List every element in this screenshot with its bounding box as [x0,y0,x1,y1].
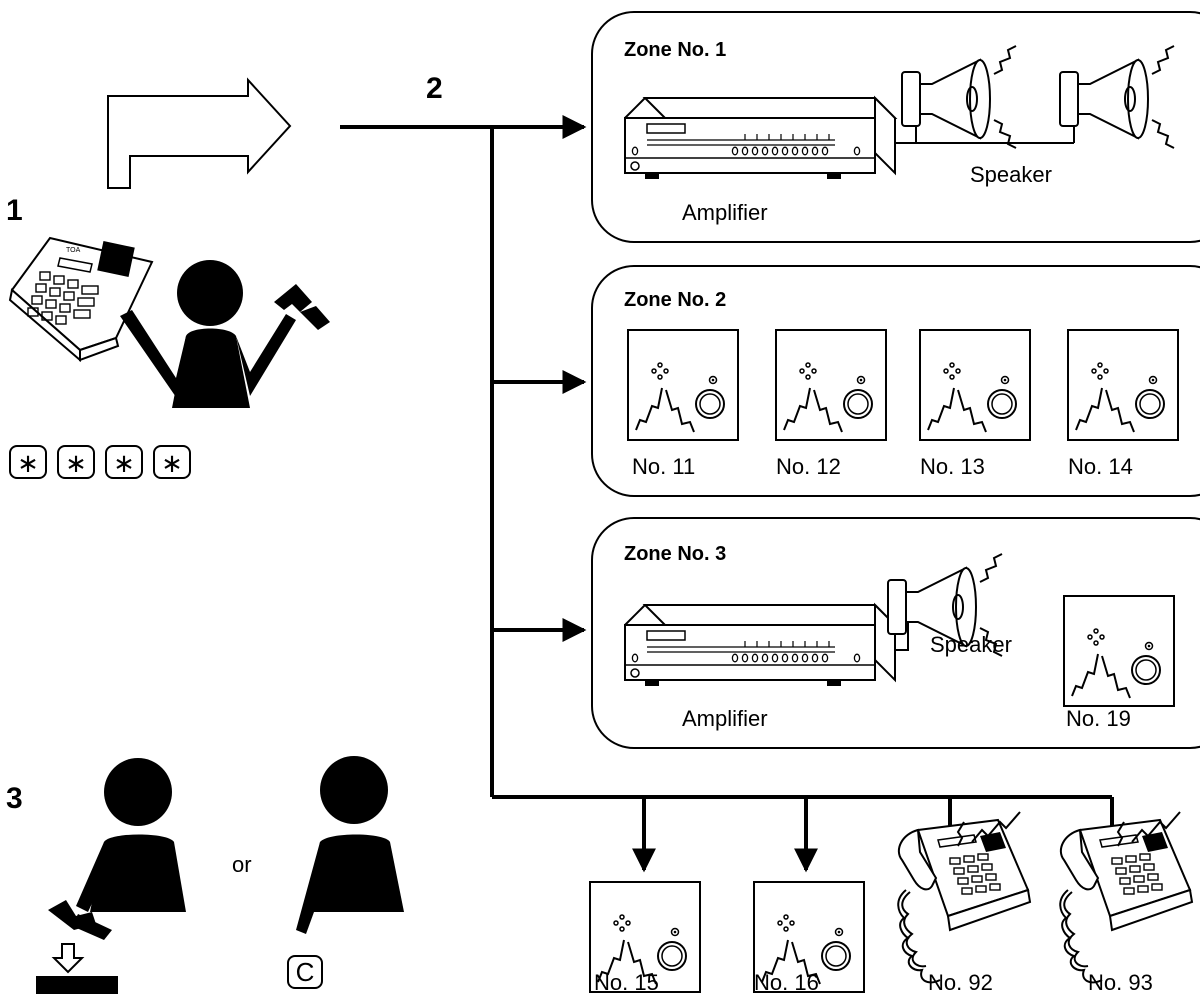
star-key-4: ∗ [161,448,183,478]
zone-1: Zone No. 1 Amplifier Speaker [591,11,1200,243]
zone-3-speaker-label: Speaker [930,632,1012,657]
phone-93-label: No. 93 [1088,970,1153,995]
step-1-number: 1 [6,194,23,227]
zone-3-title: Zone No. 3 [624,543,726,565]
zone-1-amplifier-icon [624,97,896,180]
c-key-label: C [296,957,315,987]
zone-3-station-label: No. 19 [1066,706,1131,731]
bottom-stations: No. 15 No. 16 No. 92 No. 93 [589,811,1193,995]
star-key-1: ∗ [17,448,39,478]
zone-2-station-4-label: No. 14 [1068,454,1133,479]
zone-2-station-1-icon [627,329,739,441]
person-hanging-up-icon [36,758,186,994]
zone-2: Zone No. 2 No. 11 No. 12 No. 13 No. 14 [591,265,1200,497]
phone-93-icon [1059,819,1193,984]
station-15-label: No. 15 [594,970,659,995]
zone-3: Zone No. 3 Amplifier Speaker No. 19 [591,517,1200,749]
zone-3-amplifier-label: Amplifier [682,706,768,731]
station-16-label: No. 16 [754,970,819,995]
zone-2-station-1-label: No. 11 [632,454,695,479]
star-key-3: ∗ [113,448,135,478]
star-keys: ∗ ∗ ∗ ∗ [9,445,191,479]
zone-2-title: Zone No. 2 [624,289,726,311]
person-pressing-c-icon [296,756,404,934]
zone-1-title: Zone No. 1 [624,39,726,61]
zone-1-amplifier-label: Amplifier [682,200,768,225]
zone-2-station-4-icon [1067,329,1179,441]
phone-92-label: No. 92 [928,970,993,995]
zone-3-amplifier-icon [624,604,896,687]
or-label: or [232,852,252,877]
hang-up-arrow-icon [51,943,85,974]
zone-3-station-icon [1063,595,1175,707]
zone-1-speaker-label: Speaker [970,162,1052,187]
desk-phone-brand: TOA [66,247,81,254]
zone-2-station-2-label: No. 12 [776,454,841,479]
step-3-number: 3 [6,782,23,815]
phone-92-icon [897,819,1031,984]
zone-2-station-3-label: No. 13 [920,454,985,479]
c-key [287,955,323,989]
zone-2-station-3-icon [919,329,1031,441]
person-raising-handset-icon [120,260,330,408]
zone-1-box [591,11,1200,243]
desk-phone-icon: TOA [8,236,154,363]
zone-2-station-2-icon [775,329,887,441]
hollow-flow-arrow [107,77,292,189]
zone-2-box [591,265,1200,497]
star-key-2: ∗ [65,448,87,478]
step-2-number: 2 [426,72,443,105]
